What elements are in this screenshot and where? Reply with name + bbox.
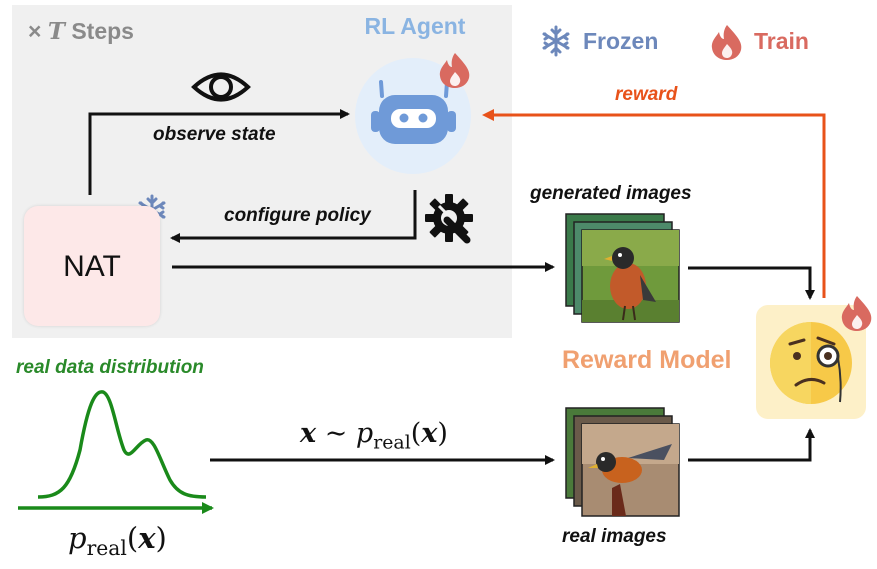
generated-images-label: generated images [530,183,692,204]
formula-x: x [300,418,317,449]
dist-formula-x: x [138,521,156,555]
formula-paren-close: ) [437,418,448,449]
dist-formula-p-sub: real [86,535,127,560]
legend-frozen-label: Frozen [583,28,659,54]
reward-label: reward [615,84,678,105]
rl-agent-title: RL Agent [364,13,466,39]
reward-model-flame-icon [841,296,872,331]
nat-box [24,206,160,326]
dist-formula-paren-close: ) [155,521,167,555]
steps-word: Steps [71,18,134,44]
formula-p: p [355,418,374,449]
real-images-label: real images [562,526,667,547]
frozen-legend-snowflake-icon [542,25,570,57]
times-symbol: × [28,18,42,44]
real-bird-photo [581,423,680,517]
reward-arrow [485,113,826,298]
formula-tilde: ∼ [324,418,348,449]
formula-p-sub: real [373,431,411,454]
distribution-formula: preal(x) [68,521,167,560]
real-distribution-curve [18,390,214,514]
monocle-emoji-icon [770,322,852,404]
observe-state-arrow [88,109,350,195]
legend-train-label: Train [754,28,809,54]
sampling-formula: x ∼ preal(x) [300,418,448,453]
configure-policy-label: configure policy [224,205,371,226]
real-to-reward-model-arrow [688,428,815,462]
reward-arrow-head [482,109,494,121]
dist-formula-paren-open: ( [126,521,139,555]
generated-bird-photo [581,229,680,323]
agent-flame-icon [439,53,470,88]
train-legend-flame-icon [711,25,742,60]
nat-label: NAT [63,250,121,283]
real-images-stack [565,407,680,517]
formula-x-arg: x [421,418,438,449]
observe-state-label: observe state [153,124,276,145]
loop-steps-label: × T Steps [28,18,134,45]
gear-wrench-icon [425,194,473,244]
eye-icon [191,72,251,102]
real-data-distribution-label: real data distribution [16,357,204,378]
configure-policy-arrow [170,190,417,243]
robot-icon [355,58,471,174]
dist-formula-p: p [68,521,87,555]
generated-images-stack [565,213,680,323]
generated-to-reward-model-arrow [688,266,815,300]
t-symbol: T [47,18,65,45]
formula-paren-open: ( [410,418,422,449]
reward-model-label: Reward Model [562,346,732,374]
